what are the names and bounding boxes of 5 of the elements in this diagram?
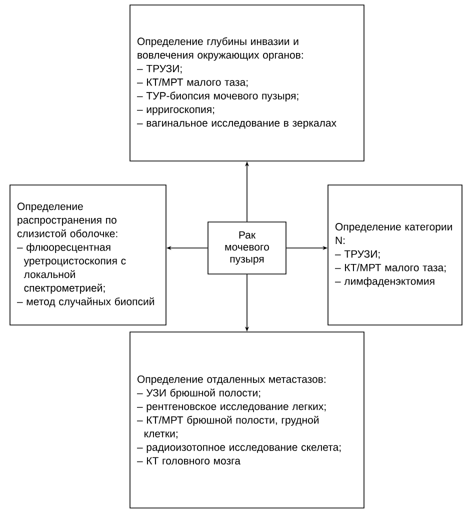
info-box: Определение категории N: – ТРУЗИ; – КТ/МРТ малого таза; – лимфаденэктомия	[328, 184, 462, 326]
info-box: Определение глубины инвазии и вовлечения окружающих органов: – ТРУЗИ; – КТ/МРТ малого таза; – ТУР-биопсия мочевого пузыря; – ирригоскопия; – вагинальное исследование в зеркалах	[130, 4, 364, 162]
center-box: Рак мочевого пузыря	[208, 222, 286, 274]
info-box: Определение распространения по слизистой оболочке: – флюоресцентная уретроцистоскопия с локальной спектрометрией; – метод случайных биопсий	[10, 184, 166, 326]
info-box: Определение отдаленных метастазов: – УЗИ брюшной полости; – рентгеновское исследование легких; – КТ/МРТ брюшной полости, грудной клетки; – радиоизотопное исследование скелета; – КТ головного мозга	[130, 332, 364, 508]
